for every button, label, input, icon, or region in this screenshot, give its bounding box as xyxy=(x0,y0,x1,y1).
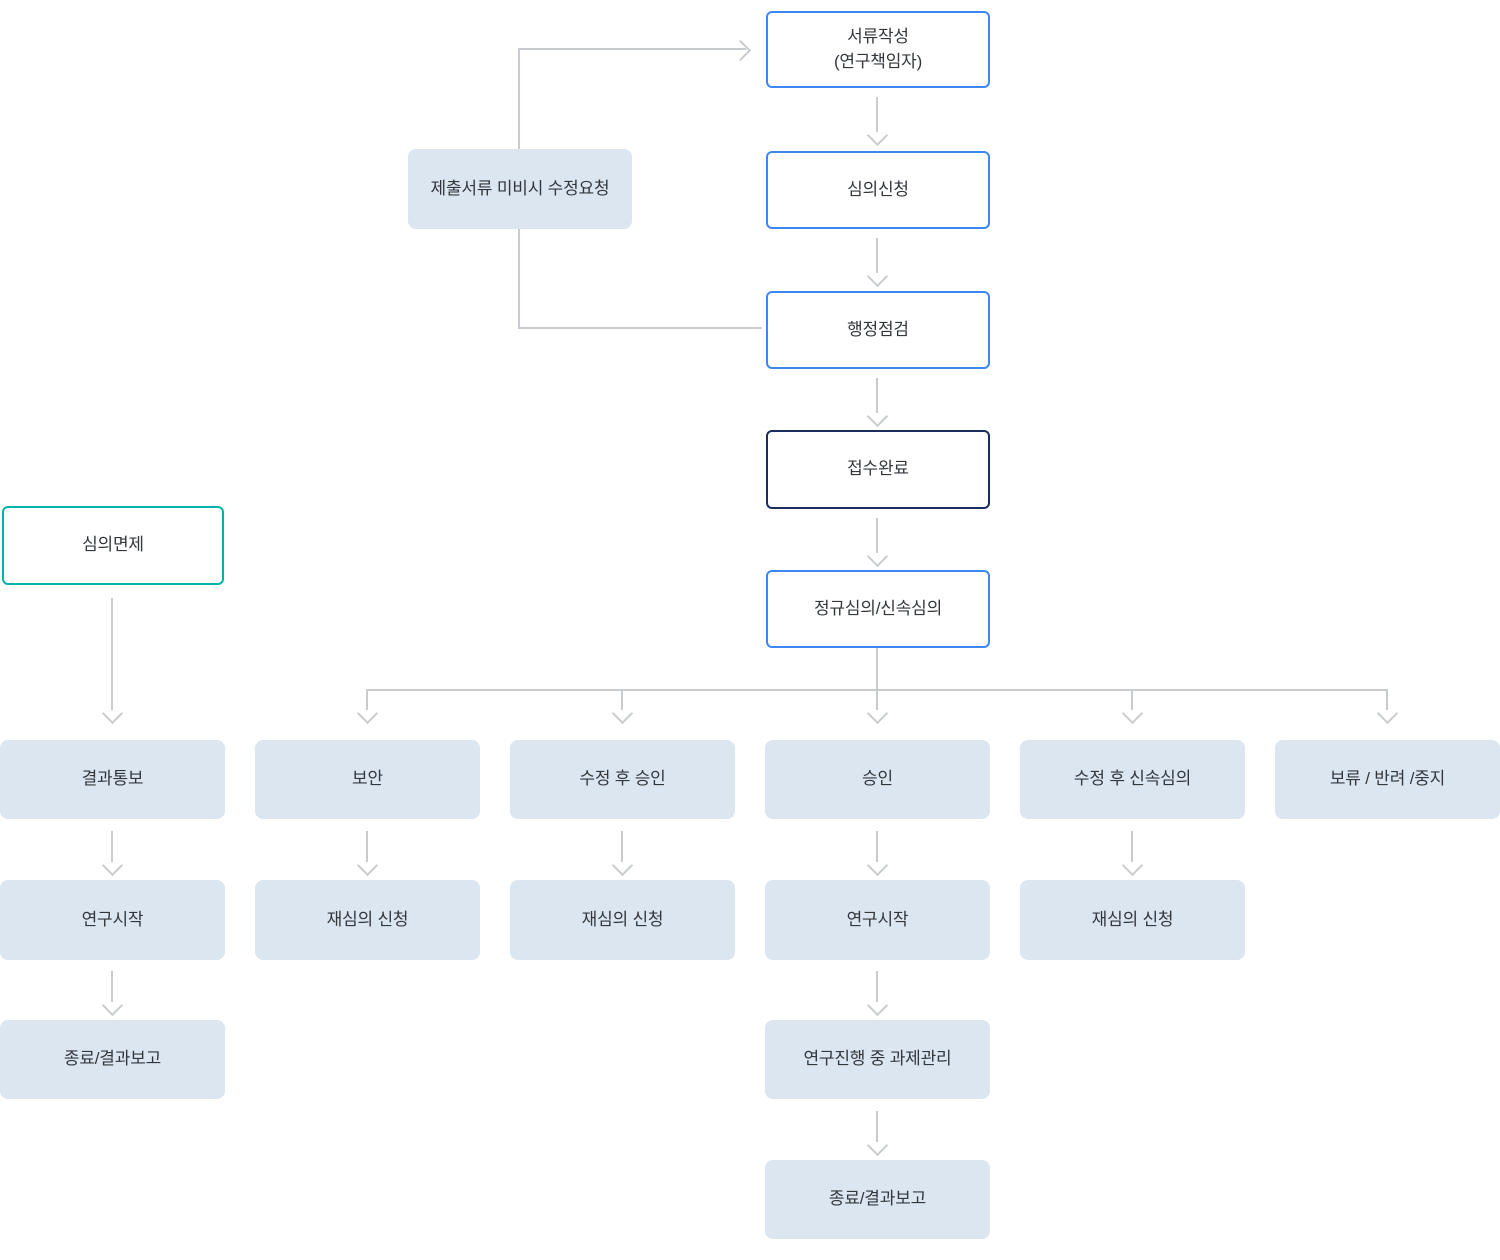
node-doc-write: 서류작성 (연구책임자) xyxy=(766,11,990,88)
arrow-branch-to-supplement xyxy=(366,689,368,710)
node-exemption: 심의면제 xyxy=(2,506,224,585)
node-rereview-3-label: 재심의 신청 xyxy=(1091,909,1174,929)
node-research-start-left-label: 연구시작 xyxy=(81,909,144,929)
arrow-branch-to-approval-after-revision xyxy=(621,689,623,710)
arrow-down-icon xyxy=(866,994,889,1017)
node-approval: 승인 xyxy=(765,740,990,819)
node-regular-review-label: 정규심의/신속심의 xyxy=(813,598,943,618)
node-regular-review: 정규심의/신속심의 xyxy=(766,570,990,648)
arrow-down-icon xyxy=(101,854,124,877)
arrow-down-icon xyxy=(866,854,889,877)
arrow-expedited-to-rereview xyxy=(1131,831,1133,862)
arrow-branch-to-expedited xyxy=(1131,689,1133,710)
node-end-report-main: 종료/결과보고 xyxy=(765,1160,990,1239)
arrow-branch-to-hold-reject-stop xyxy=(1386,689,1388,710)
node-review-apply-label: 심의신청 xyxy=(847,179,909,199)
arrow-task-manage-to-end-report xyxy=(876,1111,878,1142)
node-admin-check-label: 행정점검 xyxy=(847,319,909,339)
arrow-right-icon xyxy=(729,39,752,62)
node-rereview-3: 재심의 신청 xyxy=(1020,880,1245,960)
node-doc-write-label: 서류작성 xyxy=(847,26,909,46)
node-expedited-after-revision: 수정 후 신속심의 xyxy=(1020,740,1245,819)
arrow-doc-write-to-review-apply xyxy=(876,97,878,132)
node-hold-reject-stop-label: 보류 / 반려 /중지 xyxy=(1329,769,1446,789)
node-doc-write-sublabel: (연구책임자) xyxy=(833,51,923,71)
node-task-manage: 연구진행 중 과제관리 xyxy=(765,1020,990,1099)
arrow-down-icon xyxy=(866,124,889,147)
arrow-supplement-to-rereview xyxy=(366,831,368,862)
node-receipt-complete: 접수완료 xyxy=(766,430,990,509)
arrow-research-start-to-end-report-left xyxy=(111,971,113,1002)
node-supplement-label: 보안 xyxy=(352,769,383,789)
node-rereview-1: 재심의 신청 xyxy=(255,880,480,960)
node-receipt-complete-label: 접수완료 xyxy=(847,459,909,479)
connector-revision-top-segment xyxy=(518,48,746,50)
node-approval-after-revision-label: 수정 후 승인 xyxy=(579,769,666,789)
node-research-start-left: 연구시작 xyxy=(0,880,225,960)
node-supplement: 보안 xyxy=(255,740,480,819)
node-revision-request-label: 제출서류 미비시 수정요청 xyxy=(430,178,610,198)
arrow-approval-to-research-start xyxy=(876,831,878,862)
node-approval-label: 승인 xyxy=(862,769,893,789)
arrow-down-icon xyxy=(1376,702,1399,725)
node-end-report-left: 종료/결과보고 xyxy=(0,1020,225,1099)
node-task-manage-label: 연구진행 중 과제관리 xyxy=(803,1049,952,1069)
node-expedited-after-revision-label: 수정 후 신속심의 xyxy=(1073,769,1192,789)
node-research-start-main: 연구시작 xyxy=(765,880,990,960)
arrow-admin-check-to-receipt xyxy=(876,378,878,413)
node-hold-reject-stop: 보류 / 반려 /중지 xyxy=(1275,740,1500,819)
arrow-review-apply-to-admin-check xyxy=(876,238,878,273)
arrow-down-icon xyxy=(611,702,634,725)
arrow-regular-review-to-approval xyxy=(876,648,878,710)
arrow-research-start-to-task-manage xyxy=(876,971,878,1002)
arrow-down-icon xyxy=(1121,854,1144,877)
arrow-down-icon xyxy=(356,702,379,725)
node-rereview-2: 재심의 신청 xyxy=(510,880,735,960)
node-result-notice-label: 결과통보 xyxy=(81,769,144,789)
node-research-start-main-label: 연구시작 xyxy=(846,909,909,929)
node-revision-request: 제출서류 미비시 수정요청 xyxy=(408,149,632,229)
arrow-exemption-to-result-notice xyxy=(111,598,113,710)
node-exemption-label: 심의면제 xyxy=(82,535,144,555)
node-admin-check: 행정점검 xyxy=(766,291,990,369)
node-rereview-1-label: 재심의 신청 xyxy=(326,909,409,929)
arrow-down-icon xyxy=(866,265,889,288)
arrow-down-icon xyxy=(866,405,889,428)
connector-revision-up-segment xyxy=(518,48,520,149)
node-approval-after-revision: 수정 후 승인 xyxy=(510,740,735,819)
arrow-down-icon xyxy=(101,994,124,1017)
arrow-down-icon xyxy=(611,854,634,877)
arrow-result-notice-to-research-start xyxy=(111,831,113,862)
node-result-notice: 결과통보 xyxy=(0,740,225,819)
arrow-down-icon xyxy=(101,702,124,725)
arrow-down-icon xyxy=(356,854,379,877)
arrow-down-icon xyxy=(866,1134,889,1157)
connector-admin-check-to-revision xyxy=(518,327,762,329)
arrow-approval-after-revision-to-rereview xyxy=(621,831,623,862)
arrow-receipt-to-regular-review xyxy=(876,518,878,553)
node-review-apply: 심의신청 xyxy=(766,151,990,229)
node-end-report-left-label: 종료/결과보고 xyxy=(63,1049,162,1069)
arrow-down-icon xyxy=(866,702,889,725)
node-rereview-2-label: 재심의 신청 xyxy=(581,909,664,929)
node-end-report-main-label: 종료/결과보고 xyxy=(828,1189,927,1209)
arrow-down-icon xyxy=(1121,702,1144,725)
connector-revision-down-segment xyxy=(518,229,520,328)
arrow-down-icon xyxy=(866,545,889,568)
